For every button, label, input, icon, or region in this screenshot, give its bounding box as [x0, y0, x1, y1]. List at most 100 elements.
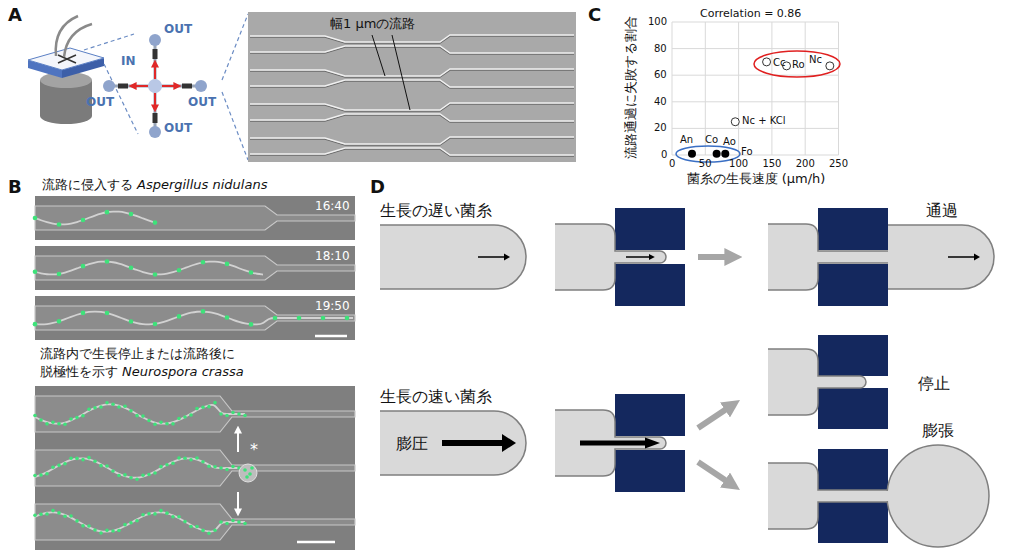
nucleus-dot	[129, 212, 134, 217]
panel-letter: B	[8, 176, 22, 198]
micrograph	[33, 196, 355, 240]
nucleus-dot	[63, 462, 67, 466]
growth-arrowhead	[974, 254, 980, 261]
channel-block	[615, 450, 685, 492]
chart-note: Correlation = 0.86	[700, 7, 801, 20]
nucleus-dot	[135, 519, 139, 523]
data-point	[713, 150, 721, 158]
nucleus-dot	[129, 319, 134, 324]
grid-line	[672, 155, 839, 156]
nucleus-dot	[51, 420, 55, 424]
channel-block	[818, 264, 888, 306]
nucleus-dot	[57, 511, 61, 515]
nucleus-dot	[207, 531, 211, 535]
time-stamp: 16:40	[315, 199, 350, 213]
data-point	[826, 62, 834, 70]
nucleus-dot	[171, 515, 175, 519]
nucleus-dot	[81, 264, 86, 269]
nucleus-dot	[63, 422, 67, 426]
grid-line	[672, 22, 839, 23]
chart-grid	[672, 22, 839, 162]
nucleus-dot	[39, 473, 43, 477]
hypha-stages	[555, 224, 890, 529]
nucleus-dot	[195, 456, 199, 460]
growth-arrowhead	[504, 254, 510, 261]
channel-wall	[35, 306, 355, 330]
nucleus-dot	[177, 515, 181, 519]
axis-title: 菌糸の生長速度 (μm/h)	[687, 171, 826, 187]
data-point	[731, 118, 739, 126]
hypha-outline	[887, 445, 989, 547]
nucleus-dot	[141, 513, 145, 517]
turgor-arrow	[580, 441, 646, 446]
nucleus-dot	[225, 315, 230, 320]
nucleus-dot	[243, 468, 247, 472]
port-label: OUT	[86, 95, 114, 109]
nucleus-dot	[231, 519, 235, 523]
nucleus-dot	[105, 401, 109, 405]
channel-wall	[35, 450, 355, 486]
node-text: Cc	[773, 57, 785, 69]
inlet-circle	[148, 79, 162, 93]
swollen-hypha-node: 膨張	[886, 444, 990, 548]
grid-line	[672, 128, 839, 129]
channel-block	[615, 264, 685, 306]
nucleus-dot	[189, 525, 193, 529]
nucleus-dot	[243, 522, 247, 526]
nucleus-dot	[93, 459, 97, 463]
nucleus-dot	[213, 401, 217, 405]
nucleus-dot	[225, 468, 229, 472]
nucleus-dot	[81, 458, 85, 462]
hypha-outline	[380, 225, 526, 289]
nucleus-dot	[129, 476, 133, 480]
hypha	[35, 212, 155, 225]
nucleus-dot	[93, 406, 97, 410]
outcome-label: 停止	[918, 374, 950, 393]
species-name: Aspergillus nidulans	[137, 177, 267, 192]
nucleus-dot	[159, 421, 163, 425]
hypha-fill	[768, 224, 890, 290]
nucleus-dot	[81, 311, 86, 316]
channel-outline	[250, 35, 574, 53]
nucleus-dot	[243, 414, 247, 418]
nucleus-dot	[63, 514, 67, 518]
hypha-outline	[768, 224, 889, 290]
channel-label: 幅1 μmの流路	[330, 16, 415, 32]
nucleus-dot	[225, 262, 230, 267]
nucleus-dot	[153, 422, 157, 426]
port-label: IN	[121, 54, 136, 68]
channel-light	[250, 35, 574, 155]
nucleus-dot	[33, 414, 37, 418]
nucleus-dot	[69, 417, 73, 421]
nucleus-dot	[123, 473, 127, 477]
hypha-outline	[888, 225, 994, 289]
nucleus-dot	[225, 414, 229, 418]
step-arrow	[698, 254, 728, 260]
nucleus-dot	[297, 316, 302, 321]
nucleus-dot	[165, 422, 169, 426]
species-name: Neurospora crassa	[122, 364, 244, 379]
direction-arrow	[237, 432, 239, 452]
nucleus-dot	[45, 422, 49, 426]
nucleus-dot	[189, 458, 193, 462]
nucleus-dot	[93, 528, 97, 532]
leader-line	[372, 35, 410, 110]
nucleus-dot	[135, 414, 139, 418]
channel-shadow	[250, 36, 574, 156]
nucleus-dot	[33, 216, 38, 221]
nucleus-dot	[33, 513, 37, 517]
step-arrows	[698, 257, 728, 482]
caption-block: 流路に侵入するAspergillus nidulans	[42, 176, 267, 194]
nucleus-dot	[75, 519, 79, 523]
channel-block	[818, 449, 888, 490]
nucleus-dot	[51, 509, 55, 513]
port-label: OUT	[164, 121, 192, 135]
nucleus-dot	[213, 528, 217, 532]
axis-tick: 40	[654, 96, 667, 108]
device-illustration	[28, 16, 138, 134]
nucleus-dot	[105, 259, 110, 264]
marker-asterisk: *	[250, 440, 258, 459]
nucleus-dot	[321, 316, 326, 321]
nucleus-dot	[273, 316, 278, 321]
